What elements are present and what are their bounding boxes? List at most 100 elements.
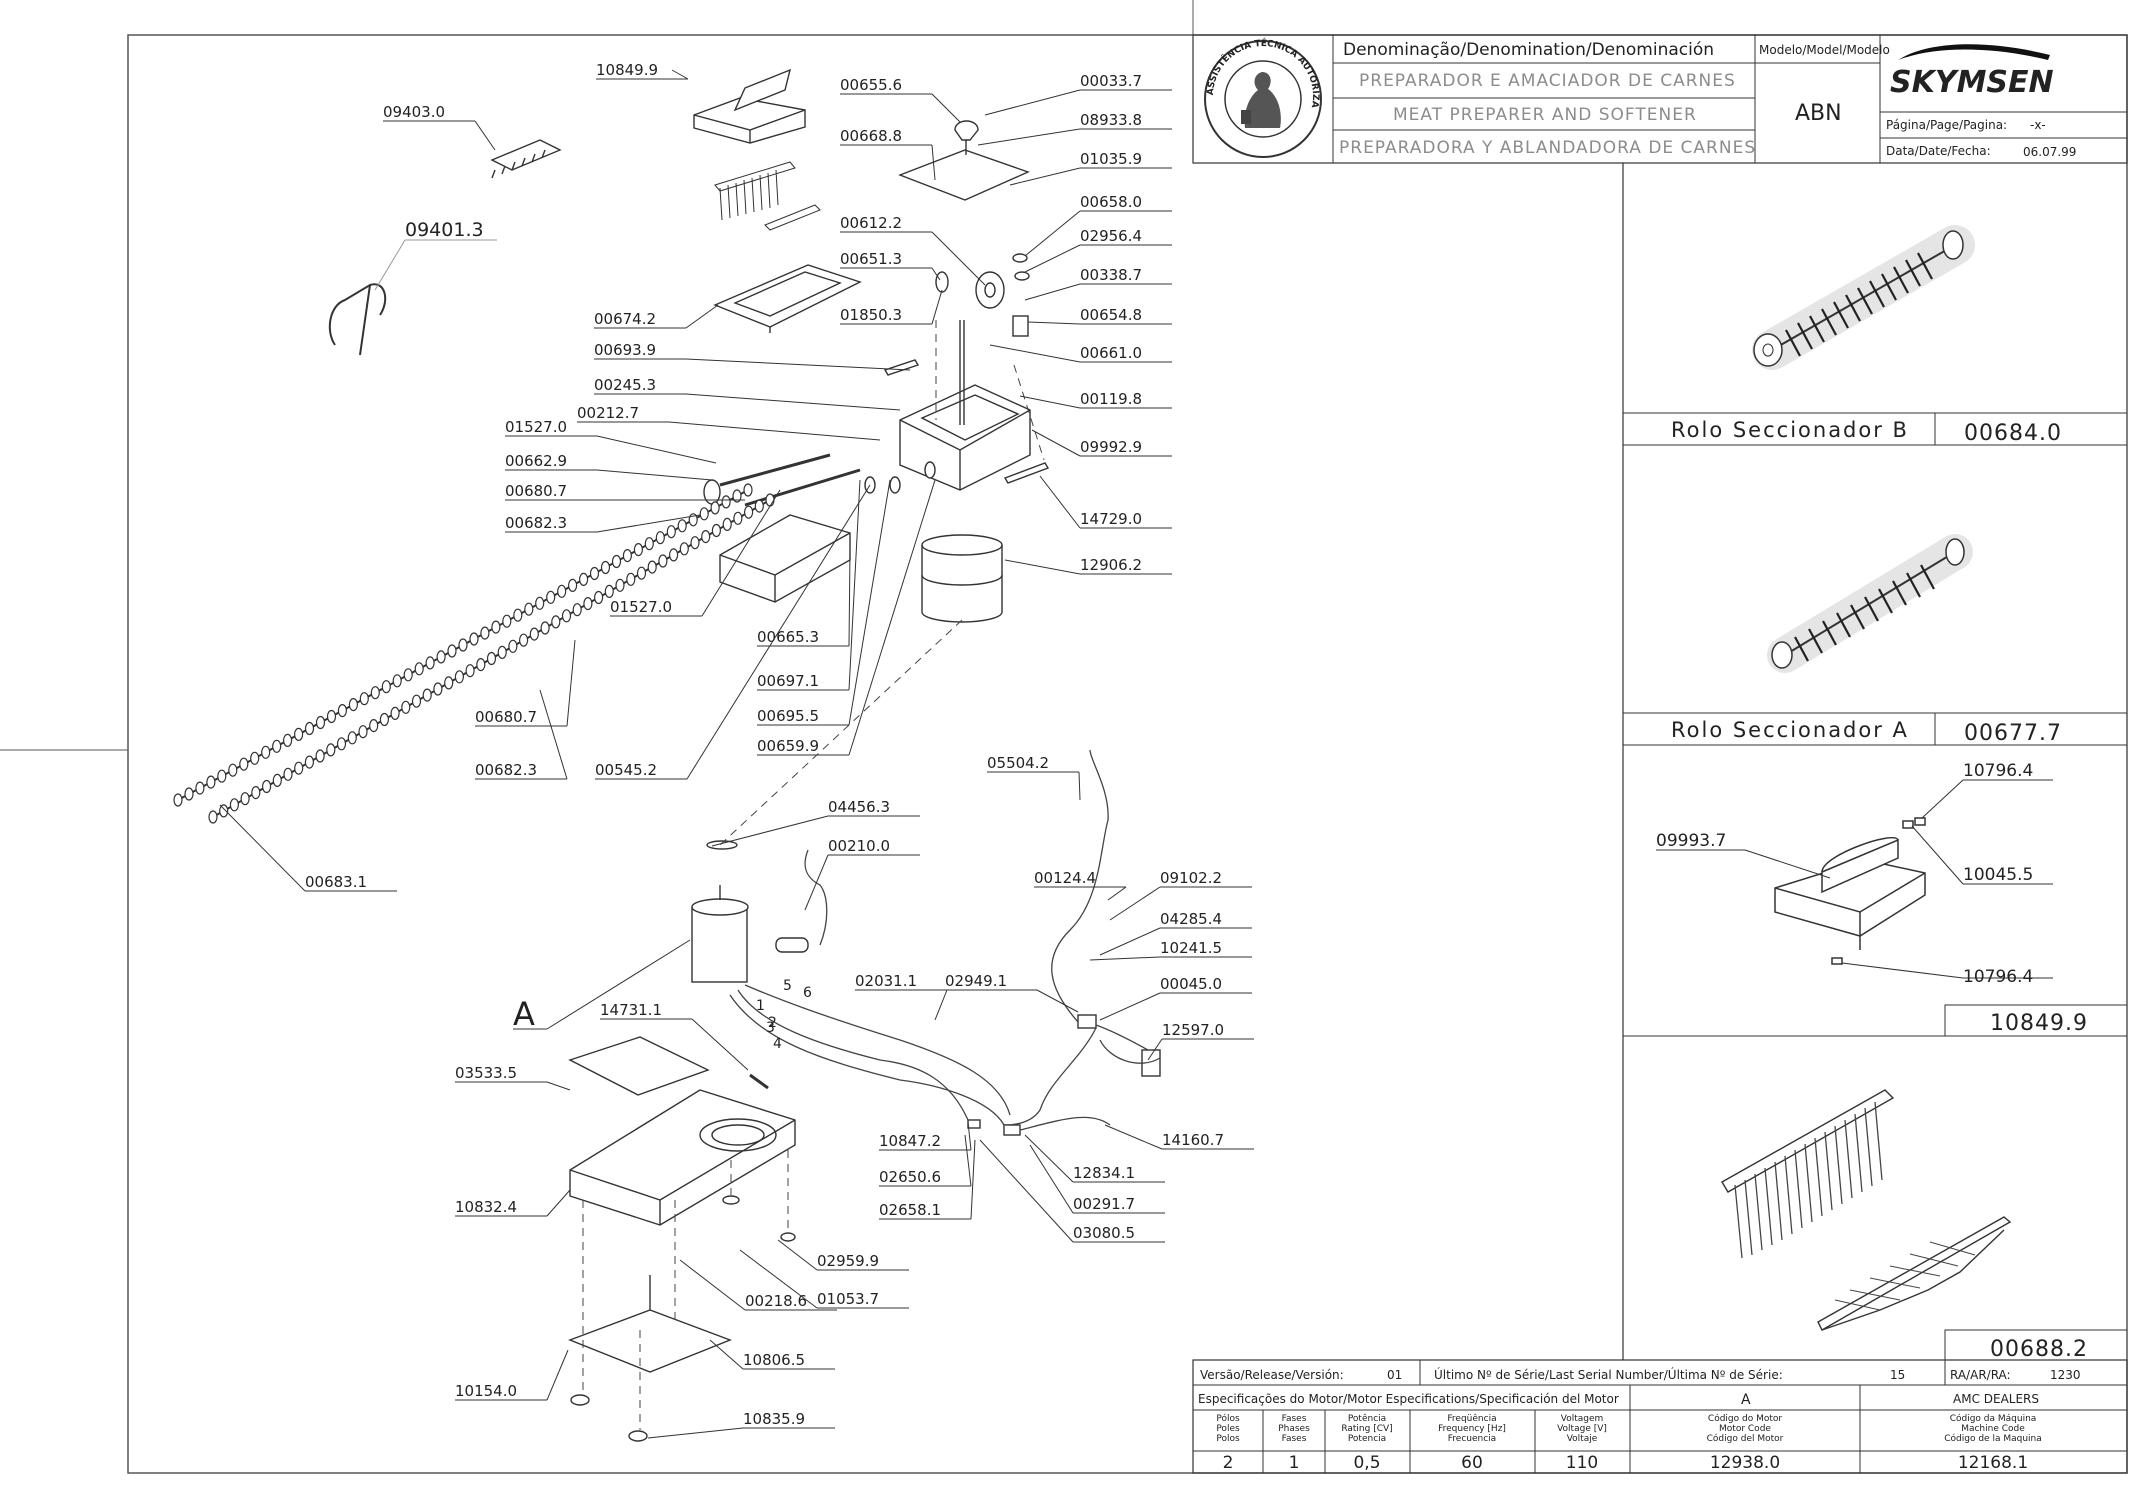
callout-leader: [539, 689, 568, 780]
part-callout: 10241.5: [1160, 939, 1222, 957]
chain-disc: [229, 798, 239, 812]
part-callout: 01850.3: [840, 306, 902, 324]
callout-leader: [848, 479, 936, 756]
chain-disc: [173, 793, 183, 807]
part-callout: 10806.5: [743, 1351, 805, 1369]
part-callout: 00674.2: [594, 310, 656, 328]
chain-disc: [422, 688, 432, 702]
callout-leader: [1029, 1144, 1074, 1214]
chain-disc: [208, 810, 218, 824]
release-value: 01: [1387, 1368, 1402, 1382]
callout-leader: [701, 489, 781, 617]
chain-disc: [240, 792, 250, 806]
callout-leader: [1004, 559, 1081, 575]
spec-column-head: Potência: [1348, 1413, 1386, 1424]
spec-column-head: Fases: [1282, 1434, 1307, 1444]
callout-leader: [1024, 244, 1081, 273]
chain-disc: [711, 523, 722, 538]
callout-leader: [931, 144, 936, 181]
roller-b-caption: Rolo Seccionador B: [1671, 418, 1909, 442]
part-callout: 00682.3: [505, 514, 567, 532]
callout-leader: [671, 69, 689, 80]
part-callout: 00697.1: [757, 672, 819, 690]
chain-disc: [217, 769, 227, 783]
part-callout: 12834.1: [1073, 1164, 1135, 1182]
spec-column-value: 1: [1289, 1453, 1300, 1473]
chain-disc: [567, 578, 578, 593]
chain-disc: [454, 670, 464, 684]
callout-leader: [546, 1081, 571, 1091]
callout-leader: [1089, 956, 1161, 961]
chain-disc: [513, 608, 523, 622]
wire-number: 1: [756, 998, 765, 1014]
chain-disc: [411, 694, 422, 708]
chain-disc: [262, 779, 272, 794]
release-label: Versão/Release/Versión:: [1200, 1368, 1344, 1382]
chain-disc: [358, 725, 368, 739]
chain-disc: [572, 603, 582, 617]
leader-10045-5: [1911, 825, 1964, 885]
chain-disc: [294, 727, 304, 742]
chain-disc: [326, 743, 336, 757]
spec-column-head: Frecuencia: [1448, 1434, 1496, 1444]
callout-leader: [848, 549, 851, 647]
part-callout: 00651.3: [840, 250, 902, 268]
chain-disc: [600, 560, 611, 575]
spec-column-head: Machine Code: [1961, 1424, 2025, 1434]
model-label: Modelo/Model/Modelo: [1759, 43, 1890, 57]
callout-leader: [1099, 992, 1161, 1021]
chain-disc: [611, 554, 622, 569]
chain-disc: [668, 548, 679, 562]
chain-disc: [491, 620, 501, 634]
wire-number: 6: [803, 985, 812, 1001]
chain-disc: [722, 517, 732, 532]
callout-leader: [967, 1121, 972, 1151]
callout-leader: [1027, 321, 1081, 325]
chain-disc: [593, 590, 604, 605]
chain-disc: [480, 626, 490, 640]
chain-disc: [315, 749, 325, 763]
model-value: ABN: [1795, 101, 1842, 126]
chain-disc: [733, 511, 743, 525]
chain-disc: [381, 680, 391, 694]
callout-leader: [1099, 927, 1161, 956]
spec-columns: PólosPolesPolos2FasesPhasesFases1Potênci…: [1216, 1413, 2041, 1473]
chain-disc: [436, 650, 446, 664]
part-callout: 00683.1: [305, 873, 367, 891]
part-callout: 00212.7: [577, 404, 639, 422]
callout-leader: [739, 1249, 818, 1309]
chain-disc: [444, 676, 454, 690]
serial-value: 15: [1890, 1368, 1905, 1382]
chain-disc: [701, 529, 711, 544]
chain-disc: [433, 682, 443, 696]
wire-number: 5: [783, 978, 792, 994]
spec-column-value: 12938.0: [1710, 1453, 1780, 1473]
chain-disc: [529, 627, 539, 641]
roller-chains: [173, 483, 775, 824]
chain-disc: [390, 706, 400, 721]
callout-leader: [1024, 210, 1081, 257]
chain-disc: [348, 697, 358, 712]
part-callout: 00045.0: [1160, 975, 1222, 993]
callout-leader: [848, 479, 891, 726]
seal-text: ASSISTÊNCIA TÉCNICA AUTORIZADA: [0, 0, 1320, 109]
callout-leader: [1036, 989, 1079, 1013]
callout-leader: [848, 479, 861, 691]
chain-disc: [502, 614, 512, 628]
chain-disc: [414, 662, 424, 676]
detail-callout-10796-4-top: 10796.4: [1963, 761, 2033, 781]
part-callout: 02949.1: [945, 972, 1007, 990]
part-callout: 10847.2: [879, 1132, 941, 1150]
chain-disc: [658, 554, 668, 568]
part-callout: 02031.1: [855, 972, 917, 990]
part-callout: 02650.6: [879, 1168, 941, 1186]
spec-column-head: Polos: [1216, 1434, 1240, 1444]
wire-number: 3: [766, 1020, 775, 1036]
roller-b-drawing: [1752, 225, 1975, 370]
callout-leader: [970, 1139, 976, 1220]
callout-leader: [984, 89, 1081, 116]
chain-disc: [337, 703, 347, 718]
part-callout: 00695.5: [757, 707, 819, 725]
roller-b-code: 00684.0: [1964, 421, 2062, 446]
chain-disc: [690, 536, 700, 550]
